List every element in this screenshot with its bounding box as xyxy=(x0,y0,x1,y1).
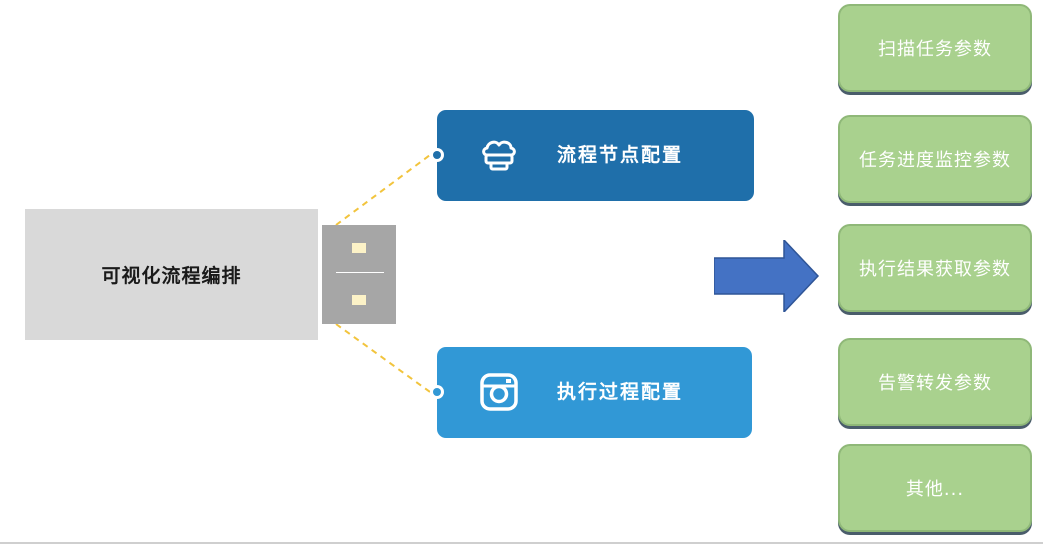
dashed-connector-bottom xyxy=(335,323,431,393)
param-label: 告警转发参数 xyxy=(878,373,992,394)
main-title: 可视化流程编排 xyxy=(101,265,242,287)
param-box-alert-forward[interactable]: 告警转发参数 xyxy=(838,338,1032,426)
param-box-result-fetch[interactable]: 执行结果获取参数 xyxy=(838,224,1032,312)
connector-block xyxy=(322,225,396,324)
connector-divider xyxy=(336,272,384,273)
node-card-flow-config[interactable]: 流程节点配置 xyxy=(430,110,754,201)
connector-square-bottom xyxy=(352,295,366,305)
connector-square-top xyxy=(352,243,366,253)
param-label: 任务进度监控参数 xyxy=(859,150,1011,171)
node-connector-dot xyxy=(430,385,444,399)
node-label: 流程节点配置 xyxy=(557,144,684,166)
node-label: 执行过程配置 xyxy=(557,381,684,403)
param-label: 扫描任务参数 xyxy=(878,39,992,60)
param-box-scan-task[interactable]: 扫描任务参数 xyxy=(838,4,1032,92)
param-label: 执行结果获取参数 xyxy=(859,259,1011,280)
camera-icon xyxy=(480,373,518,411)
node-connector-dot xyxy=(430,148,444,162)
param-box-progress-monitor[interactable]: 任务进度监控参数 xyxy=(838,115,1032,203)
main-block: 可视化流程编排 xyxy=(25,209,318,340)
param-box-other[interactable]: 其他... xyxy=(838,444,1032,532)
node-card-exec-config[interactable]: 执行过程配置 xyxy=(430,347,752,438)
bottom-divider xyxy=(0,542,1043,544)
dashed-connector-top xyxy=(335,154,431,226)
right-arrow xyxy=(714,240,820,312)
param-label: 其他... xyxy=(905,479,965,500)
cloud-server-icon xyxy=(482,140,516,171)
